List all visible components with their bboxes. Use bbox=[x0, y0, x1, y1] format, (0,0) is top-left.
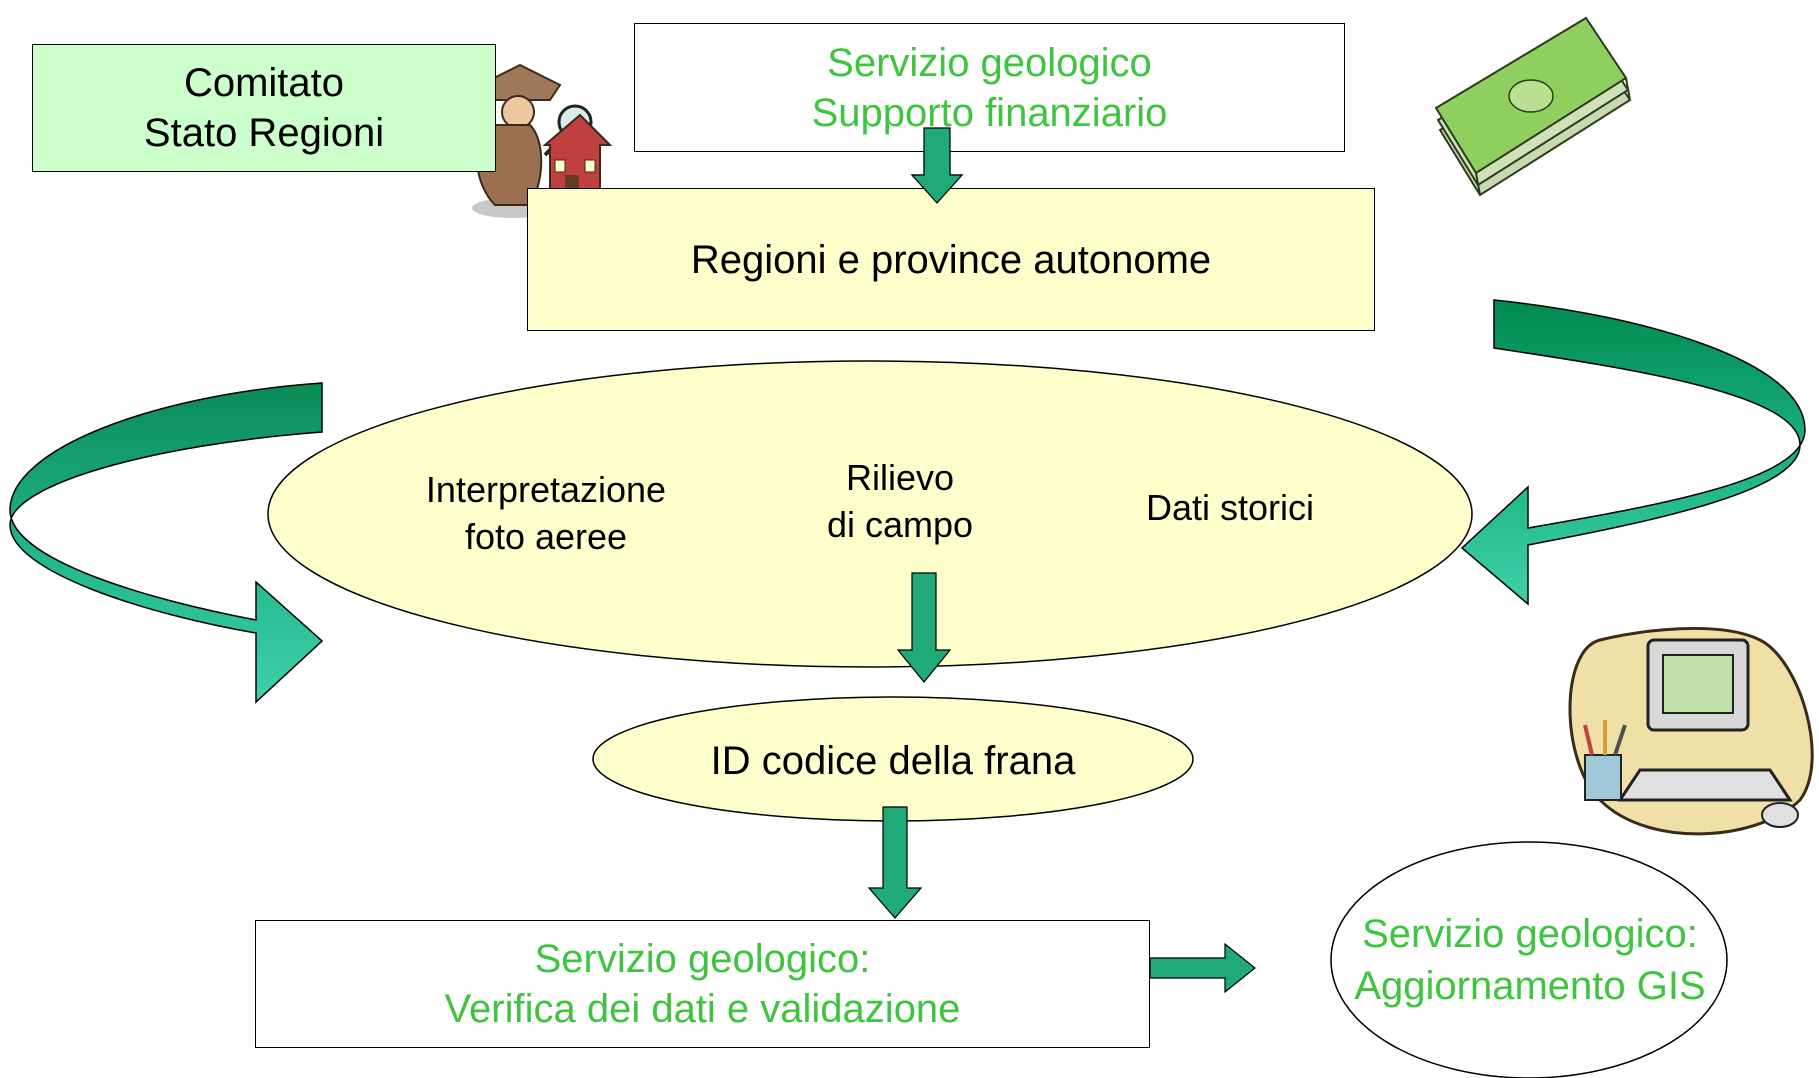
interpretazione-line1: Interpretazione bbox=[425, 469, 667, 510]
regioni-box: Regioni e province autonome bbox=[527, 188, 1375, 331]
servizio-top-line2: Supporto finanziario bbox=[811, 90, 1168, 135]
left-curved-arrow bbox=[9, 382, 324, 704]
servizio-top-line1: Servizio geologico bbox=[827, 40, 1152, 85]
comitato-line2: Stato Regioni bbox=[143, 111, 385, 155]
money-stack-icon bbox=[1434, 16, 1632, 197]
rilievo-line2: di campo bbox=[826, 503, 974, 545]
dati-line1: Dati storici bbox=[1145, 487, 1315, 528]
id-codice-label: ID codice della frana bbox=[710, 739, 1076, 783]
right-curved-arrow bbox=[1460, 299, 1806, 606]
method-dati: Dati storici bbox=[1100, 485, 1360, 532]
rilievo-line1: Rilievo bbox=[845, 457, 955, 498]
verifica-box: Servizio geologico: Verifica dei dati e … bbox=[255, 920, 1150, 1048]
arrow-methods-to-id bbox=[896, 572, 952, 683]
arrow-id-to-verifica bbox=[867, 806, 923, 919]
computer-icon bbox=[1568, 627, 1814, 836]
interpretazione-line2: foto aeree bbox=[464, 515, 628, 557]
method-interpretazione: Interpretazione foto aeree bbox=[386, 467, 706, 561]
verifica-line1: Servizio geologico: bbox=[534, 937, 871, 981]
gis-ellipse bbox=[1330, 841, 1728, 1078]
method-rilievo: Rilievo di campo bbox=[780, 455, 1020, 549]
arrow-verifica-to-gis bbox=[1149, 942, 1256, 994]
regioni-label: Regioni e province autonome bbox=[690, 237, 1212, 282]
arrow-top-to-regioni-overlay bbox=[910, 127, 964, 204]
aggiornamento-line1: Servizio geologico: bbox=[1362, 912, 1698, 956]
verifica-line2: Verifica dei dati e validazione bbox=[444, 987, 961, 1031]
comitato-box: Comitato Stato Regioni bbox=[32, 44, 496, 172]
aggiornamento-label: Servizio geologico: Aggiornamento GIS bbox=[1330, 908, 1730, 1012]
comitato-line1: Comitato bbox=[183, 61, 345, 105]
aggiornamento-line2: Aggiornamento GIS bbox=[1354, 964, 1706, 1008]
servizio-top-box: Servizio geologico Supporto finanziario bbox=[634, 23, 1345, 152]
methods-ellipse bbox=[267, 360, 1473, 668]
